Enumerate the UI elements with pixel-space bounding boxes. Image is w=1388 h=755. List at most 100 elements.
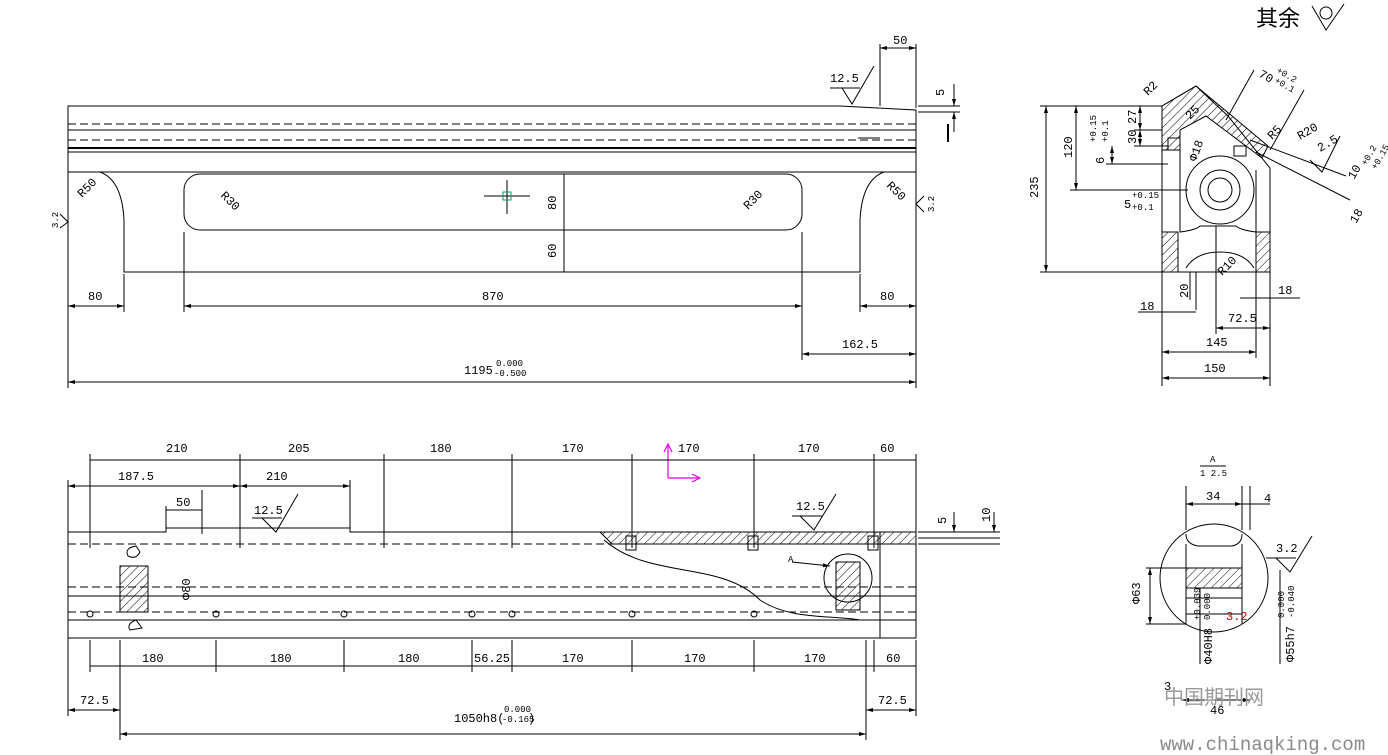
dim-detail-phi40-tol-dn: 0.000 [1203,593,1213,620]
dim-side-5-tol-dn: +0.1 [1132,203,1154,213]
dim-top-1050-tol-up: 0.000 [504,705,531,715]
dim-front-162-5: 162.5 [842,338,878,352]
dim-r50-right: R50 [883,179,908,204]
dim-side-6-tol-up: +0.15 [1089,115,1099,142]
dim-side-145: 145 [1206,336,1228,350]
dim-top-row-1: 210 [166,442,188,456]
roughness-symbol-icon [1311,3,1345,31]
dim-front-80-right: 80 [880,290,894,304]
dim-front-1195-tol-dn: -0.500 [494,369,526,379]
dim-side-150: 150 [1204,362,1226,376]
detail-a-label: A [1210,455,1216,465]
dim-top-row-2: 205 [288,442,310,456]
dim-detail-phi40: Φ40H8 [1202,628,1216,664]
dim-side-r20: R20 [1295,121,1321,144]
top-view: Φ80 A 210 205 180 170 170 170 [67,442,1000,740]
dim-front-80-left: 80 [88,290,102,304]
roughness-side-icon [1309,135,1341,173]
dim-top-187-5: 187.5 [118,470,154,484]
dim-front-1195: 1195 [464,364,493,378]
side-hatched-top [1161,85,1269,159]
front-rail-outline [67,105,917,173]
corner-roughness-note: 其余 [1256,3,1345,31]
dim-side-phi18: Φ18 [1187,138,1208,163]
dim-detail-phi55: Φ55h7 [1284,626,1298,662]
watermark-url: www.chinaqking.com [1160,734,1365,755]
dim-top-phi80: Φ80 [180,578,194,600]
dim-detail-phi55-tol-up: 0.000 [1277,591,1287,618]
dim-bottom-3: 180 [398,652,420,666]
side-hatched-left [1161,231,1179,273]
dim-top-1050-close: ) [528,712,535,726]
section-a-marker: A [788,555,794,565]
dim-detail-34: 34 [1206,490,1220,504]
bolt-2 [747,535,759,551]
detail-a-hatch [1185,567,1243,589]
dim-side-30: 30 [1126,130,1140,144]
dim-top-50: 50 [176,496,190,510]
dim-top-row-4: 170 [562,442,584,456]
dim-top-10: 10 [980,508,994,522]
dim-end-left: 72.5 [80,694,109,708]
dim-detail-4: 4 [1264,492,1271,506]
dim-detail-3: 3 [1164,680,1171,694]
dim-side-27: 27 [1126,110,1140,124]
dim-bottom-7: 170 [804,652,826,666]
roughness-circle-icon [1319,6,1333,20]
dim-top-row-7: 60 [880,442,894,456]
watermark: 中国期刊网 www.chinaqking.com [1160,686,1365,755]
rough-side-2-5: 2.5 [1315,133,1341,156]
front-view: 50 5 12.5 R50 R30 R30 R50 3.2 3.2 80 60 … [51,34,960,388]
dim-side-r5: R5 [1265,123,1285,143]
roughness-top-b-icon [799,493,837,531]
dim-r50-left: R50 [75,176,100,201]
dim-end-right: 72.5 [878,694,907,708]
hole-row [86,610,758,618]
side-hatched-right [1255,231,1271,273]
dim-bottom-1: 180 [142,652,164,666]
rough-detail-3-2a: 3.2 [1276,542,1298,556]
dim-front-50: 50 [893,34,907,48]
dim-bottom-5: 170 [562,652,584,666]
bolt-3 [867,535,879,551]
rough-top-b: 12.5 [796,500,825,514]
dim-front-870: 870 [482,290,504,304]
dim-detail-phi40-tol-up: +0.039 [1193,588,1203,620]
roughness-front-icon [841,65,875,105]
right-roller [835,561,861,611]
rough-top-a: 12.5 [254,504,283,518]
roughness-top-a-icon [261,493,299,533]
dim-top-row-5: 170 [678,442,700,456]
dim-front-1195-tol-up: 0.000 [496,359,523,369]
left-roller [119,565,149,613]
dim-side-6-tol-dn: +0.1 [1101,120,1111,142]
dim-detail-46: 46 [1210,704,1224,718]
dim-detail-phi63: Φ63 [1130,582,1144,604]
dim-bottom-4: 56.25 [474,652,510,666]
dim-bottom-2: 180 [270,652,292,666]
dim-front-5: 5 [934,89,948,96]
dim-side-120: 120 [1062,136,1076,158]
dim-side-10: 10 [1345,163,1364,182]
dim-r30-right: R30 [741,188,766,213]
dim-top-1050-tol-dn: -0.165 [502,715,534,725]
dim-top-5: 5 [936,517,950,524]
bolt-1 [625,535,637,551]
dim-side-5-tol-up: +0.15 [1132,191,1159,201]
dim-side-r2: R2 [1141,79,1161,99]
center-marker-icon [502,191,512,201]
top-rail-outline [67,527,917,639]
dim-bottom-6: 170 [684,652,706,666]
dim-detail-phi55-tol-dn: -0.040 [1287,586,1297,618]
rough-front-left: 3.2 [51,212,61,228]
break-line [603,539,861,621]
roughness-detail-icon [1275,535,1313,573]
rough-detail-3-2b: 3.2 [1226,610,1248,624]
dim-top-row-3: 180 [430,442,452,456]
front-slot [183,173,803,231]
dim-r30-left: R30 [217,189,242,214]
corner-note-text: 其余 [1256,6,1300,31]
side-roller-outer [1185,155,1255,225]
dim-top-210b: 210 [266,470,288,484]
